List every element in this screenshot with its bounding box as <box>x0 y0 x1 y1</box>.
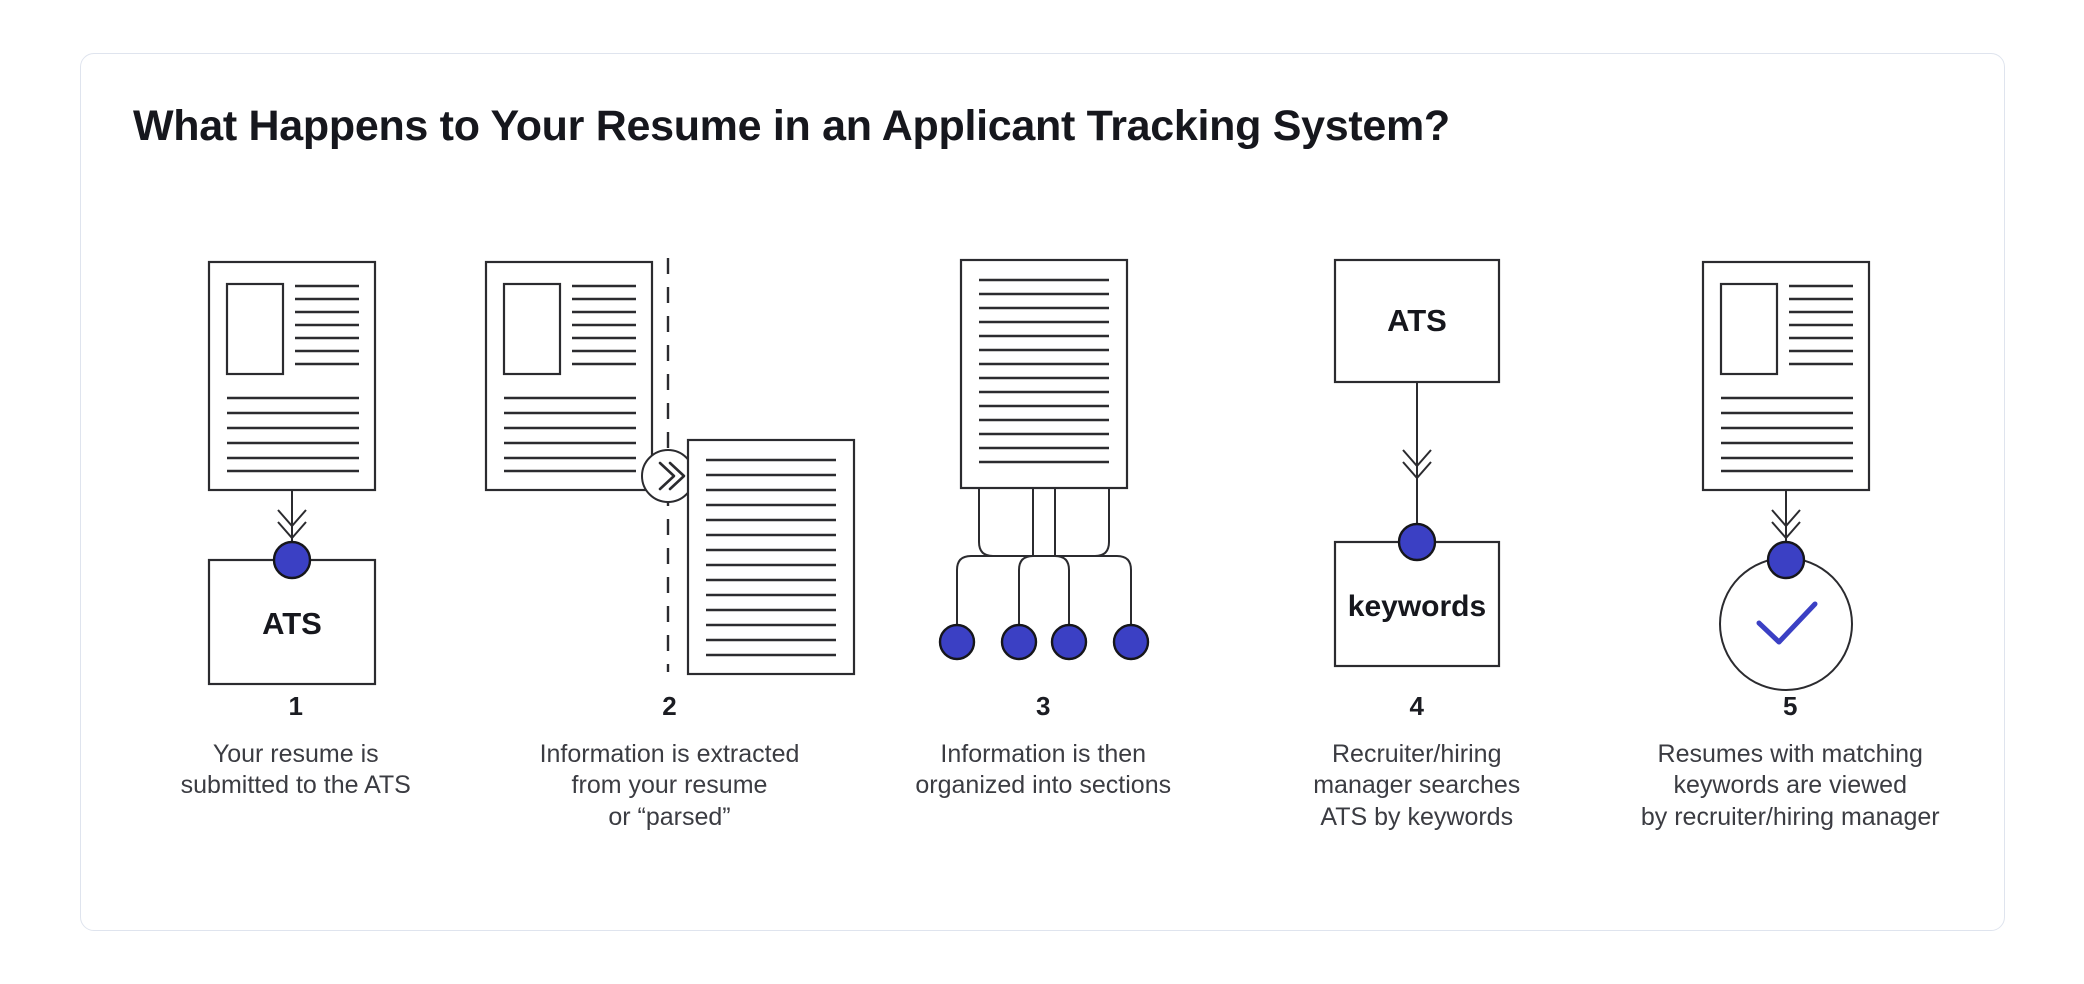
step-4: ATS keywords 4 Recruiter/hiring manager … <box>1230 254 1604 833</box>
step-2: 2 Information is extracted from your res… <box>483 254 857 833</box>
step-5: 5 Resumes with matching keywords are vie… <box>1604 254 1978 833</box>
resume-checkmark-diagram-icon <box>1702 260 1871 691</box>
step-1: ATS 1 Your resume is submitted to the AT… <box>109 254 483 802</box>
resume-branching-sections-diagram-icon <box>939 258 1150 661</box>
step-3-caption: Information is then organized into secti… <box>915 739 1172 800</box>
step-4-caption: Recruiter/hiring manager searches ATS by… <box>1313 739 1521 831</box>
steps-row: ATS 1 Your resume is submitted to the AT… <box>109 254 1977 833</box>
ats-box-label: ATS <box>1387 303 1447 338</box>
step-1-illustration: ATS <box>109 254 483 686</box>
infographic-card: What Happens to Your Resume in an Applic… <box>80 53 2005 931</box>
page-title: What Happens to Your Resume in an Applic… <box>133 102 1450 150</box>
step-2-caption: Information is extracted from your resum… <box>539 739 800 831</box>
step-4-number: 4 <box>1409 691 1424 721</box>
resume-to-ats-diagram-icon: ATS <box>207 260 376 686</box>
step-3: 3 Information is then organized into sec… <box>857 254 1231 802</box>
step-3-number: 3 <box>1036 691 1051 721</box>
step-1-number: 1 <box>288 691 303 721</box>
resume-parsed-diagram-icon <box>484 258 855 676</box>
step-5-caption: Resumes with matching keywords are viewe… <box>1640 739 1940 831</box>
step-2-number: 2 <box>662 691 677 721</box>
step-1-caption: Your resume is submitted to the ATS <box>180 739 411 800</box>
ats-keywords-search-diagram-icon: ATS keywords <box>1333 258 1500 668</box>
keywords-box-label: keywords <box>1348 590 1486 623</box>
step-2-illustration <box>483 254 857 684</box>
step-3-illustration <box>857 254 1231 684</box>
svg-text:ATS: ATS <box>262 606 322 641</box>
step-5-number: 5 <box>1783 691 1798 721</box>
check-icon <box>1756 601 1818 645</box>
step-5-illustration <box>1604 254 1978 691</box>
step-4-illustration: ATS keywords <box>1230 254 1604 684</box>
